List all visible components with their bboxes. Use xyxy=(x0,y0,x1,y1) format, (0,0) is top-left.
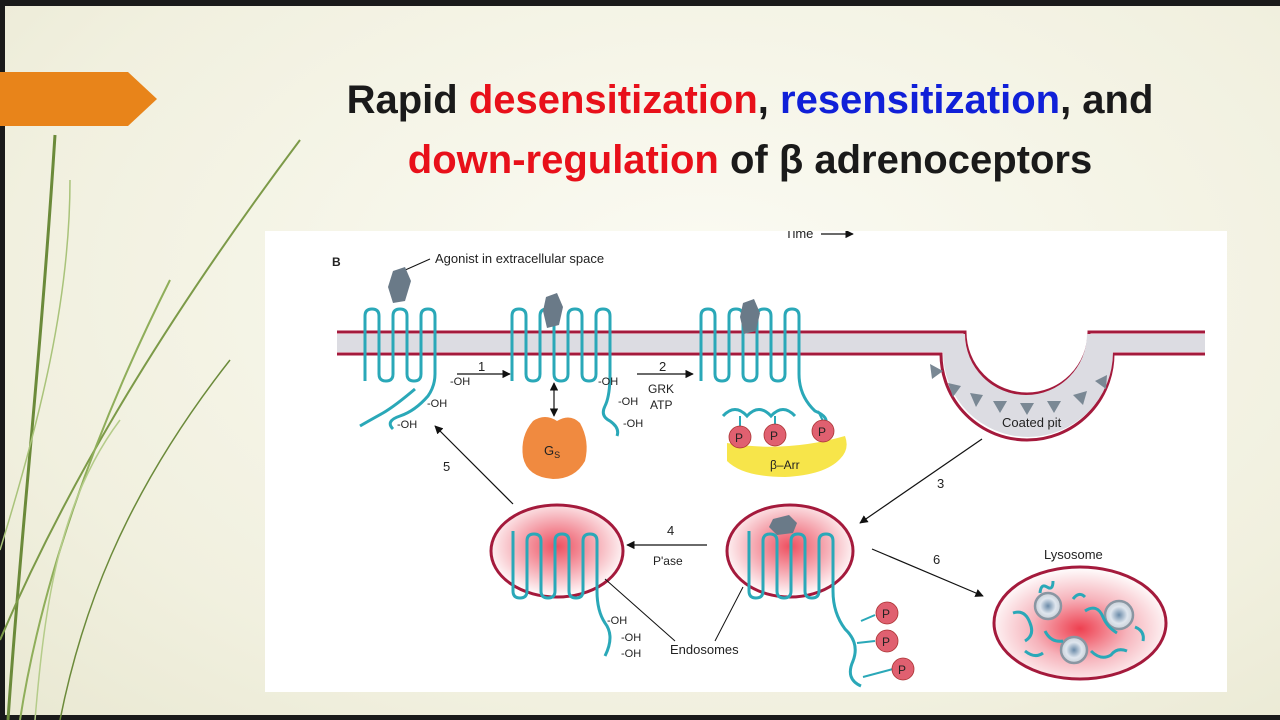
agonist-label: Agonist in extracellular space xyxy=(435,251,604,266)
phosphate-6-label: P xyxy=(898,663,906,677)
step-6-label: 6 xyxy=(933,552,940,567)
panel-letter: B xyxy=(332,255,341,269)
oh-label-2a: -OH xyxy=(598,376,618,388)
phosphate-1 xyxy=(728,425,752,449)
beta-arrestin xyxy=(727,436,847,477)
receptor-cycle-diagram: B Time Agonist in extracellular space Co… xyxy=(332,231,1205,688)
gs-label-main: G xyxy=(544,443,554,458)
endosomes-pointer-right xyxy=(714,586,744,642)
decorative-grass xyxy=(0,134,301,720)
oh-label-1b: -OH xyxy=(427,398,447,410)
phosphate-3-label: P xyxy=(818,425,826,439)
coated-pit-clathrin xyxy=(930,364,1107,415)
oh-label-2c: -OH xyxy=(623,418,643,430)
step-4-label: 4 xyxy=(667,523,674,538)
agonist-molecule-bound-1 xyxy=(543,293,563,328)
step-2-label: 2 xyxy=(659,359,666,374)
phosphate-4 xyxy=(875,601,899,625)
receptor-1 xyxy=(359,307,437,431)
phosphate-1-label: P xyxy=(735,431,743,445)
grk-label: GRK xyxy=(648,382,674,396)
time-label: Time xyxy=(785,231,813,241)
agonist-molecule-bound-2 xyxy=(740,299,760,334)
phosphate-4-label: P xyxy=(882,607,890,621)
oh-label-1a: -OH xyxy=(450,376,470,388)
oh-label-1c: -OH xyxy=(397,419,417,431)
coated-pit-label: Coated pit xyxy=(1002,415,1062,430)
endosome-internalized xyxy=(725,503,862,688)
phosphate-6 xyxy=(891,657,915,681)
agonist-molecule-internalized xyxy=(769,515,797,535)
slide-left-border xyxy=(0,0,5,720)
step-5-arrow xyxy=(434,425,514,505)
slide-top-border xyxy=(0,0,1280,6)
receptor-3 xyxy=(699,307,828,427)
title-word-desensitization: desensitization xyxy=(468,78,758,122)
gs-label: GS xyxy=(544,443,560,460)
phosphate-5 xyxy=(875,629,899,653)
phosphatase-label: P'ase xyxy=(653,554,683,568)
receptor-2 xyxy=(510,307,620,437)
gs-protein xyxy=(522,417,587,479)
phosphate-2 xyxy=(763,423,787,447)
step-3-label: 3 xyxy=(937,476,944,491)
oh-label-4b: -OH xyxy=(621,632,641,644)
endosome-resensitized xyxy=(489,503,625,657)
step-3-arrow xyxy=(859,438,983,524)
step-5-label: 5 xyxy=(443,459,450,474)
title-word-down-regulation: down-regulation xyxy=(407,138,719,182)
phosphate-3 xyxy=(811,419,835,443)
title-word-rapid: Rapid xyxy=(346,78,469,122)
title-comma-1: , xyxy=(757,78,780,122)
oh-label-4a: -OH xyxy=(607,615,627,627)
slide-title: Rapid desensitization, resensitization, … xyxy=(250,70,1250,190)
title-word-of-beta-adrenoceptors: of β adrenoceptors xyxy=(718,138,1093,182)
phosphate-2-label: P xyxy=(770,429,778,443)
step-6-arrow xyxy=(871,548,984,597)
phosphate-5-label: P xyxy=(882,635,890,649)
title-word-resensitization: resensitization xyxy=(780,78,1061,122)
slide-bottom-border xyxy=(0,715,1280,720)
title-word-and: , and xyxy=(1060,78,1154,122)
agonist-molecule-free xyxy=(388,267,411,303)
atp-label: ATP xyxy=(650,398,672,412)
endosomes-pointer-left xyxy=(604,578,676,642)
endosomes-label: Endosomes xyxy=(670,642,739,657)
lysosome xyxy=(992,565,1168,681)
step-1-label: 1 xyxy=(478,359,485,374)
beta-arrestin-label: β–Arr xyxy=(770,458,800,472)
oh-label-4c: -OH xyxy=(621,648,641,660)
orange-arrow-tab xyxy=(0,72,157,126)
agonist-pointer xyxy=(402,258,431,272)
diagram-panel: B Time Agonist in extracellular space Co… xyxy=(265,231,1227,692)
oh-label-2b: -OH xyxy=(618,396,638,408)
gs-label-sub: S xyxy=(554,450,560,460)
lysosome-label: Lysosome xyxy=(1044,547,1103,562)
